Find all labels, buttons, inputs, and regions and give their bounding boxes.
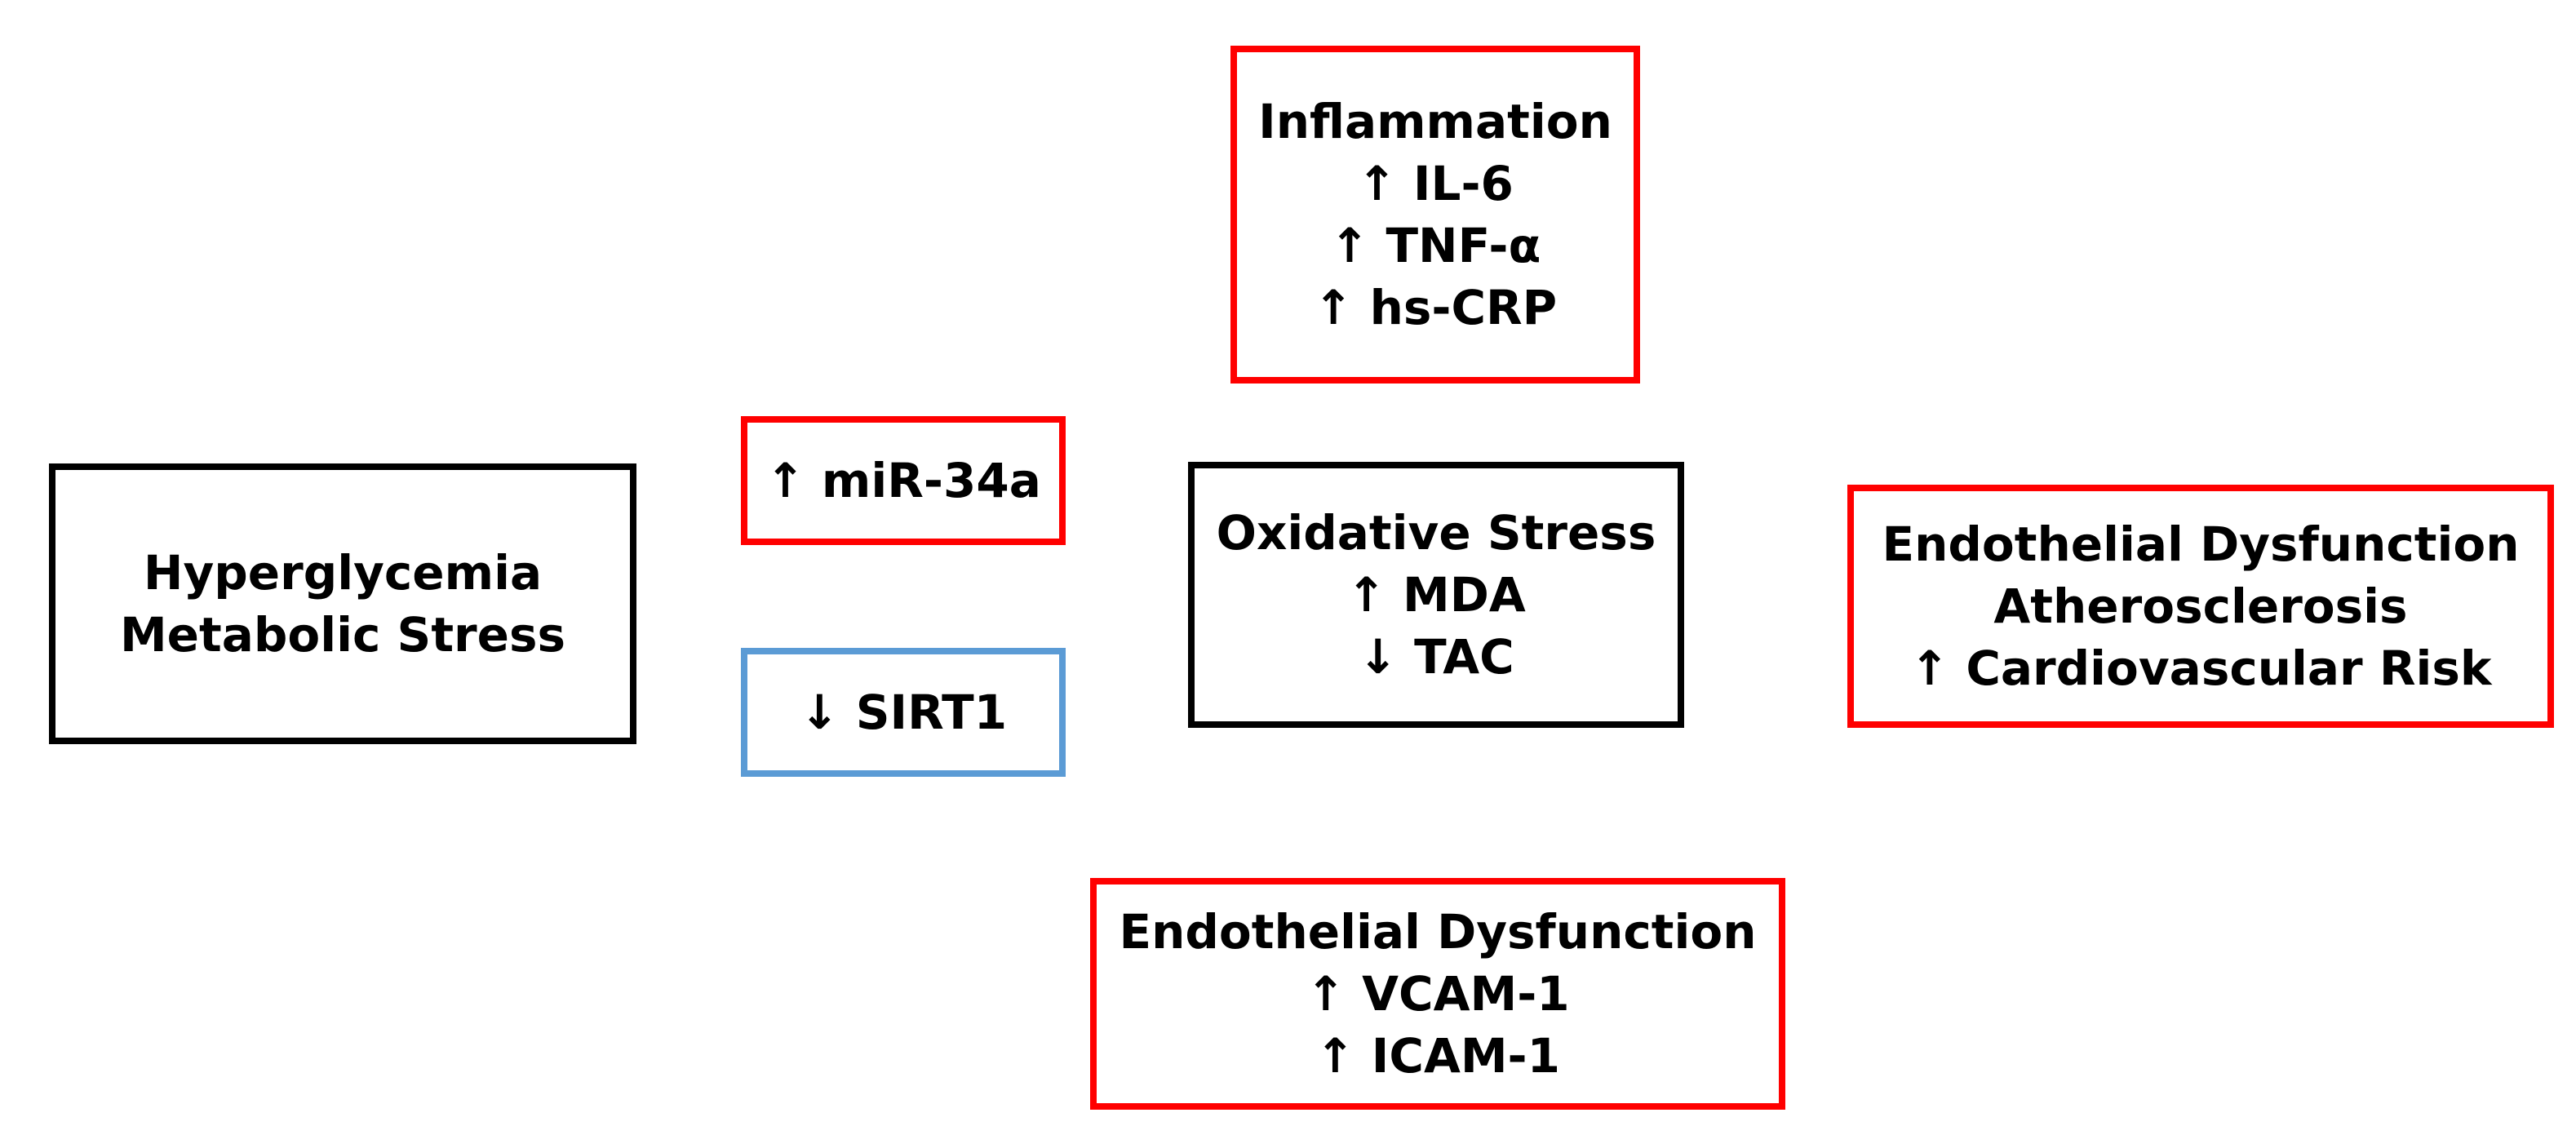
cardiovascular-risk-label: ↑ Cardiovascular Risk	[1909, 641, 2492, 696]
il6-label: ↑ IL-6	[1357, 156, 1514, 211]
icam1-label: ↑ ICAM-1	[1315, 1028, 1560, 1084]
vcam1-label: ↑ VCAM-1	[1306, 966, 1570, 1022]
sirt1-label: ↓ SIRT1	[799, 685, 1008, 740]
endothelial-markers-box: Endothelial Dysfunction ↑ VCAM-1 ↑ ICAM-…	[1090, 878, 1785, 1110]
tnf-alpha-label: ↑ TNF-α	[1329, 218, 1541, 273]
cardiovascular-outcome-box: Endothelial Dysfunction Atherosclerosis …	[1847, 485, 2554, 728]
mda-label: ↑ MDA	[1346, 567, 1526, 623]
sirt1-box: ↓ SIRT1	[741, 648, 1066, 777]
atherosclerosis-label: Atherosclerosis	[1993, 579, 2408, 634]
hs-crp-label: ↑ hs-CRP	[1313, 280, 1558, 335]
tac-label: ↓ TAC	[1358, 629, 1514, 685]
oxidative-stress-box: Oxidative Stress ↑ MDA ↓ TAC	[1188, 462, 1684, 728]
hyperglycemia-label: Hyperglycemia	[143, 545, 543, 601]
metabolic-stress-label: Metabolic Stress	[119, 607, 566, 663]
inflammation-title: Inflammation	[1258, 94, 1612, 149]
mir34a-label: ↑ miR-34a	[765, 453, 1041, 508]
outcome-endothelial-label: Endothelial Dysfunction	[1882, 517, 2520, 572]
mir34a-box: ↑ miR-34a	[741, 416, 1066, 545]
oxidative-stress-title: Oxidative Stress	[1216, 505, 1656, 561]
hyperglycemia-box: Hyperglycemia Metabolic Stress	[49, 463, 636, 744]
endothelial-dysfunction-title: Endothelial Dysfunction	[1119, 904, 1757, 960]
inflammation-box: Inflammation ↑ IL-6 ↑ TNF-α ↑ hs-CRP	[1230, 46, 1640, 384]
